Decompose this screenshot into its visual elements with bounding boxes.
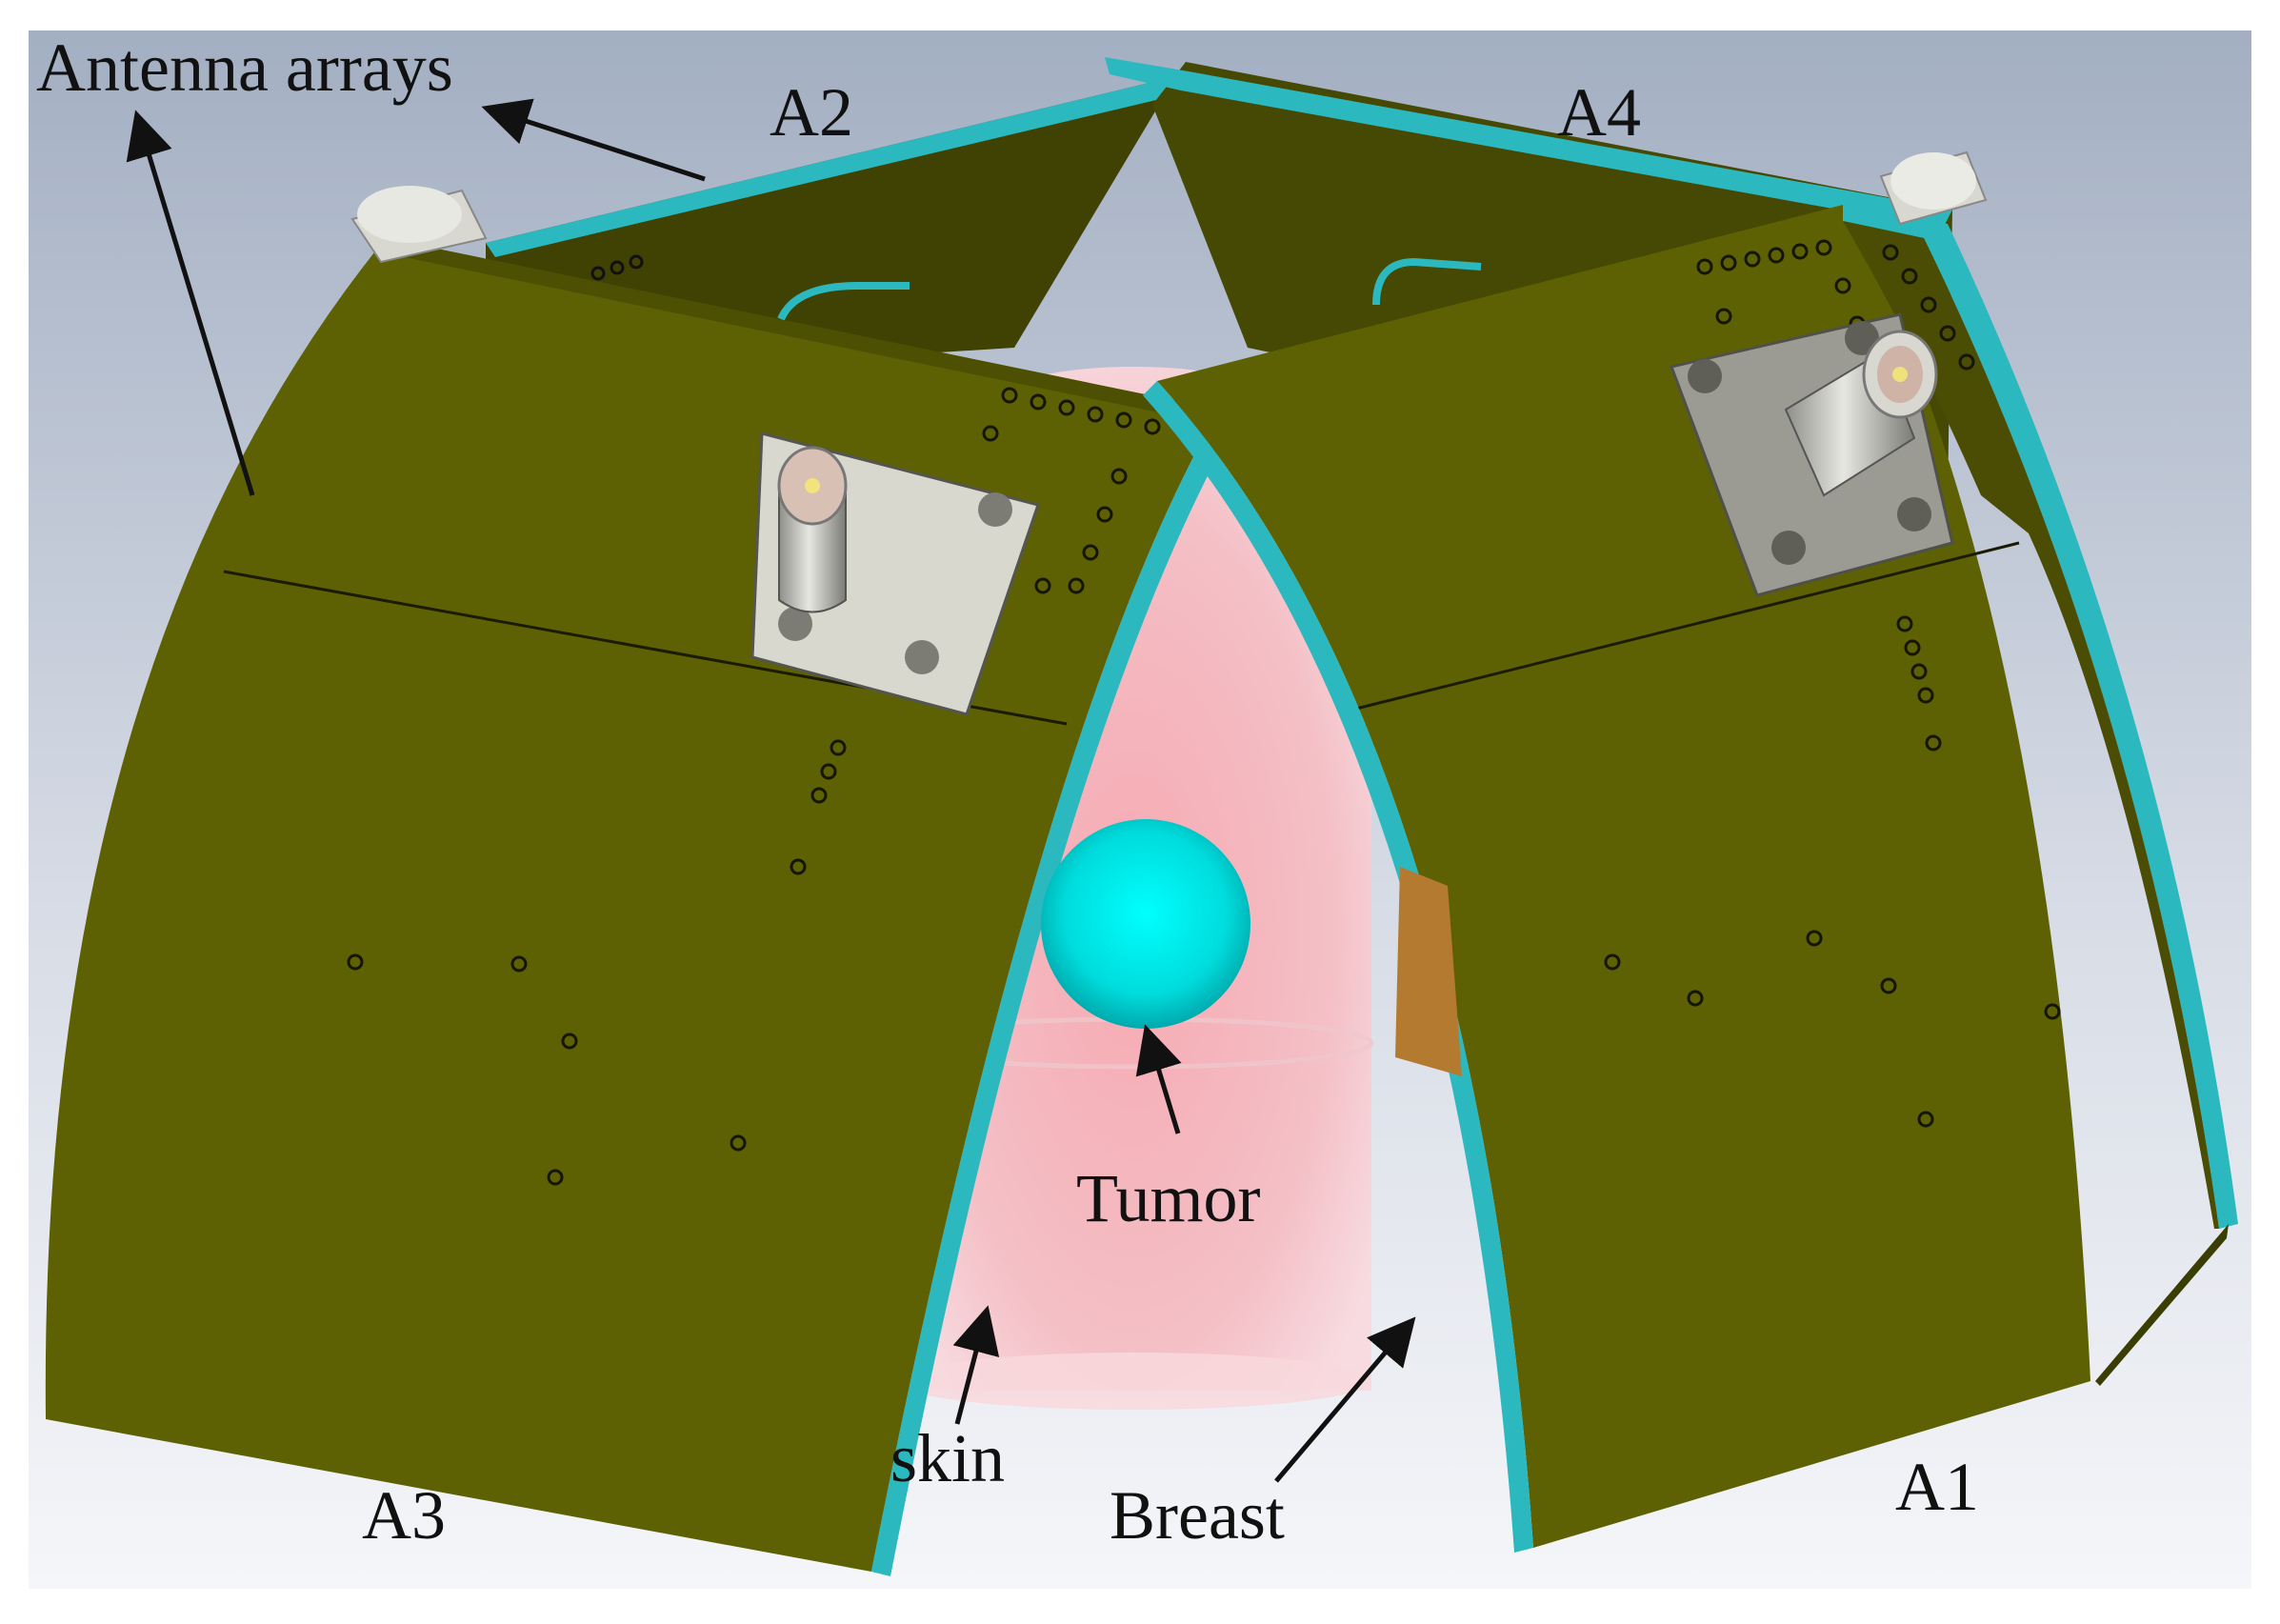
label-a3: A3 bbox=[362, 1477, 446, 1554]
label-a1: A1 bbox=[1895, 1449, 1979, 1525]
tumor-sphere bbox=[1041, 819, 1250, 1029]
annotation-arrows bbox=[126, 98, 1416, 1483]
label-a4: A4 bbox=[1557, 74, 1641, 150]
antenna-arrays-arrow-right bbox=[481, 98, 706, 182]
label-breast: Breast bbox=[1110, 1477, 1285, 1554]
label-tumor: Tumor bbox=[1076, 1160, 1260, 1236]
rear-ground-plane bbox=[1395, 867, 1462, 1076]
antenna-arrays-arrow-left bbox=[126, 110, 255, 496]
label-a2: A2 bbox=[770, 74, 853, 150]
breast-arrow bbox=[1274, 1316, 1416, 1483]
tumor-arrow bbox=[1135, 1024, 1182, 1134]
a1-sma-connector bbox=[1669, 312, 1954, 597]
antenna-array-a3 bbox=[45, 186, 1238, 1576]
a3-rear-connector bbox=[350, 186, 488, 264]
skin-arrow bbox=[952, 1305, 1000, 1425]
a3-sma-connector bbox=[750, 431, 1040, 716]
a4-rear-connector bbox=[1879, 150, 1988, 226]
skin-layer bbox=[895, 1353, 1371, 1410]
a3-via-holes bbox=[347, 387, 1161, 1186]
label-antenna-arrays: Antenna arrays bbox=[36, 30, 453, 106]
antenna-array-a1 bbox=[1143, 150, 2238, 1553]
label-skin: skin bbox=[890, 1420, 1005, 1496]
